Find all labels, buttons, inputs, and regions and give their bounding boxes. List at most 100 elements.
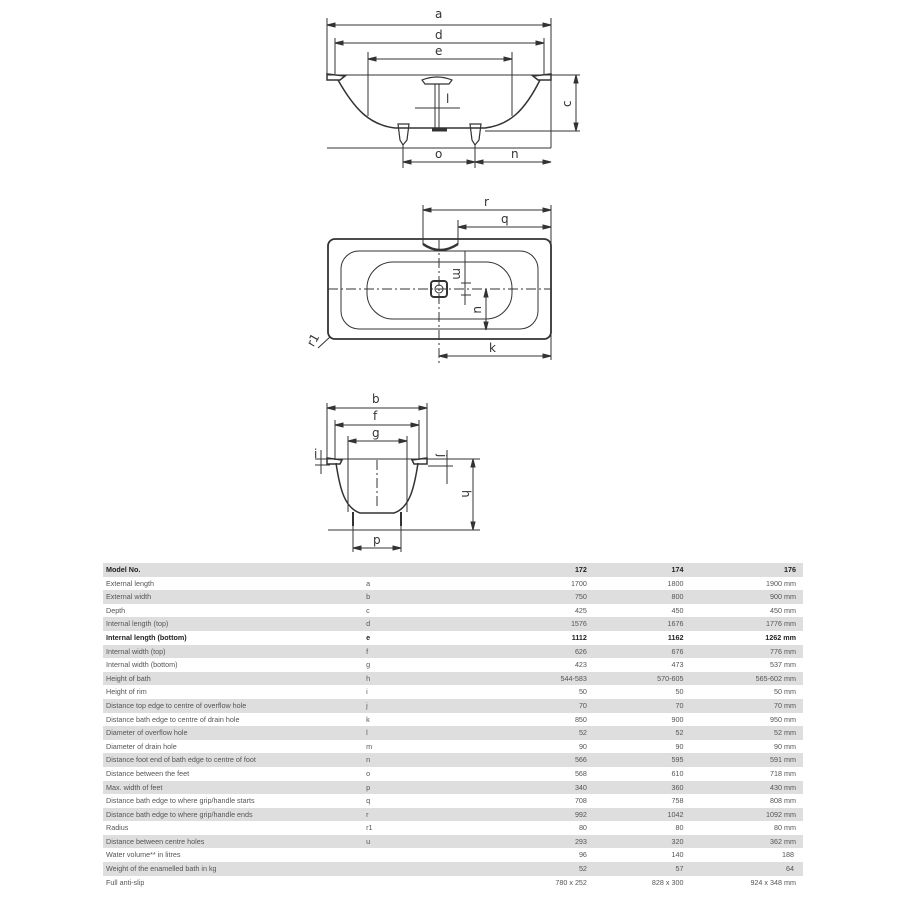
unit-label: mm — [784, 605, 796, 615]
row-label: Water volume** in litres — [106, 850, 181, 860]
value-text: 70 — [774, 700, 783, 710]
dim-label-a: a — [435, 7, 442, 21]
value-model-174: 140 — [671, 850, 684, 860]
value-model-174: 50 — [675, 687, 684, 697]
value-model-172: 568 — [574, 768, 587, 778]
value-model-172: 423 — [574, 660, 587, 670]
end-view-drawing: b f g i j h p — [314, 392, 480, 552]
table-row: Distance bath edge to where grip/handle … — [103, 807, 803, 822]
row-label: Height of bath — [106, 673, 151, 683]
value-model-172: 425 — [574, 605, 587, 615]
row-label: Height of rim — [106, 687, 147, 697]
row-label: Depth — [106, 605, 126, 615]
value-text: 1900 — [766, 578, 783, 588]
value-model-172: 52 — [578, 864, 587, 874]
value-text: 1262 — [765, 632, 782, 642]
row-symbol: k — [366, 714, 370, 724]
dim-label-q: q — [501, 212, 509, 226]
value-model-172: 1700 — [570, 578, 587, 588]
value-model-172: 50 — [578, 687, 587, 697]
unit-label: mm — [784, 823, 796, 833]
value-model-174: 676 — [671, 646, 684, 656]
value-model-174: 1042 — [667, 809, 684, 819]
dim-label-o: o — [435, 147, 442, 161]
value-model-174: 900 — [671, 714, 684, 724]
value-model-172: 780 x 252 — [555, 877, 587, 887]
value-model-174: 320 — [671, 836, 684, 846]
value-model-172: 340 — [574, 782, 587, 792]
value-model-172: 1112 — [571, 632, 587, 642]
unit-label: mm — [784, 673, 796, 683]
dim-label-f: f — [373, 409, 378, 423]
row-symbol: p — [366, 782, 371, 792]
value-model-176: 188 — [683, 848, 803, 862]
value-model-176: 64 — [683, 862, 803, 876]
row-label: Distance between the feet — [106, 768, 190, 778]
value-model-174: 52 — [675, 728, 684, 738]
value-model-174: 450 — [671, 605, 684, 615]
value-text: 362 — [770, 836, 783, 846]
value-model-174: 758 — [671, 796, 684, 806]
value-text: 52 — [774, 728, 783, 738]
row-symbol: a — [366, 578, 371, 588]
row-symbol: g — [366, 660, 371, 670]
value-text: 1776 — [766, 619, 783, 629]
row-label: Distance bath edge to where grip/handle … — [106, 809, 253, 819]
value-model-174: 595 — [671, 755, 684, 765]
row-label: Internal length (top) — [106, 619, 169, 629]
value-text: 900 — [770, 592, 783, 602]
dim-label-r1: r1 — [304, 331, 322, 349]
row-symbol: i — [366, 687, 368, 697]
header-symbol — [366, 563, 463, 577]
dim-label-m: m — [450, 268, 464, 280]
row-symbol: h — [366, 673, 371, 683]
technical-drawings: a d e l c o n — [304, 7, 580, 552]
value-text: 450 — [770, 605, 783, 615]
row-label: Max. width of feet — [106, 782, 163, 792]
value-text: 64 — [786, 864, 794, 874]
value-model-172: 708 — [574, 796, 587, 806]
row-symbol: u — [366, 836, 371, 846]
value-text: 90 — [774, 741, 783, 751]
value-text: 950 — [770, 714, 783, 724]
unit-label: mm — [784, 700, 796, 710]
row-symbol: j — [366, 700, 368, 710]
value-model-174: 57 — [675, 864, 684, 874]
row-label: Internal length (bottom) — [106, 632, 187, 642]
row-label: External width — [106, 592, 152, 602]
row-symbol: r1 — [366, 823, 373, 833]
unit-label: mm — [784, 809, 796, 819]
value-model-174: 570-605 — [657, 673, 684, 683]
row-label: Internal width (top) — [106, 646, 166, 656]
value-model-172: 1576 — [570, 619, 587, 629]
row-symbol — [366, 862, 463, 876]
row-symbol: m — [366, 741, 373, 751]
dim-label-l: l — [446, 92, 449, 106]
dim-label-d: d — [435, 28, 443, 42]
value-model-172: 544-583 — [560, 673, 587, 683]
value-model-172: 96 — [578, 850, 587, 860]
value-text: 718 — [770, 768, 783, 778]
row-symbol: l — [366, 728, 368, 738]
unit-label: mm — [784, 619, 796, 629]
